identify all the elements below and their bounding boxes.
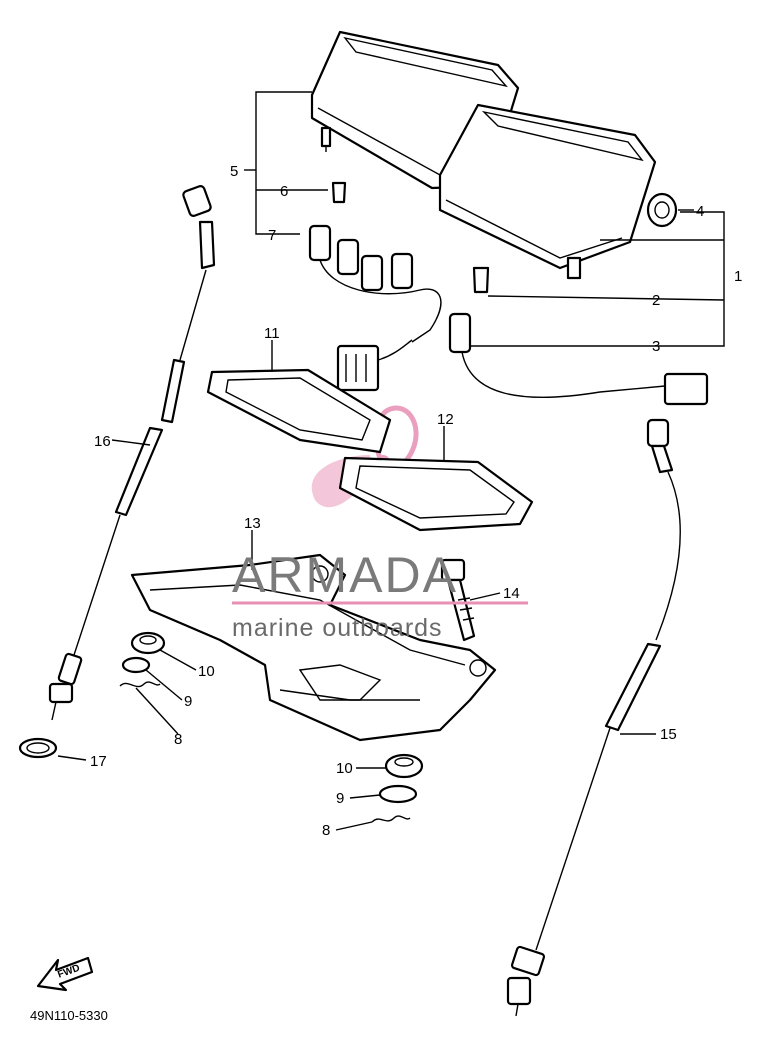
adjuster-knob (646, 192, 678, 228)
watermark-brand: ARMADA (232, 547, 458, 603)
callout-6: 6 (280, 183, 288, 200)
callout-10a: 10 (198, 663, 215, 680)
clip-8a (119, 681, 161, 688)
callout-5: 5 (230, 163, 238, 180)
callout-9b: 9 (336, 790, 344, 807)
callout-3: 3 (652, 338, 660, 355)
watermark-tagline: marine outboards (232, 614, 443, 642)
callout-12: 12 (437, 411, 454, 428)
bolt-14 (440, 558, 476, 642)
grommet-10a (130, 631, 166, 655)
part-code: 49N110-5330 (30, 1008, 108, 1023)
fwd-arrow-icon: FWD (36, 956, 94, 992)
callout-15: 15 (660, 726, 677, 743)
callout-14: 14 (503, 585, 520, 602)
bulb-socket-3 (448, 312, 709, 406)
callout-8a: 8 (174, 731, 182, 748)
callout-4: 4 (696, 203, 704, 220)
o-ring-17 (18, 737, 58, 759)
gasket-12 (338, 456, 534, 532)
callout-1: 1 (734, 268, 742, 285)
speedometer-cable-16 (48, 185, 216, 721)
callout-labels: 1 2 3 4 5 6 7 11 12 13 14 16 15 17 10 9 … (90, 163, 742, 839)
callout-13: 13 (244, 515, 261, 532)
callout-11: 11 (264, 325, 280, 342)
callout-10b: 10 (336, 760, 353, 777)
leader-lines (57, 91, 725, 831)
wire-harness-connector (336, 339, 413, 392)
bulb-socket-group-7 (308, 224, 442, 343)
grommet-10b (384, 753, 424, 779)
meter-bracket-13 (130, 553, 497, 742)
callout-2: 2 (652, 292, 660, 309)
washer-9b (378, 784, 418, 804)
clip-8b (371, 815, 411, 823)
washer-9a (121, 656, 151, 674)
bulb-6 (331, 181, 347, 204)
bulb-2 (472, 266, 490, 294)
watermark: ARMADA marine outboards (232, 547, 528, 642)
callout-9a: 9 (184, 693, 192, 710)
callout-17: 17 (90, 753, 107, 770)
callout-16: 16 (94, 433, 111, 450)
callout-8b: 8 (322, 822, 330, 839)
tachometer-housing (438, 103, 657, 280)
gasket-11 (206, 368, 392, 454)
tachometer-cable-15 (506, 418, 681, 1017)
callout-7: 7 (268, 227, 276, 244)
